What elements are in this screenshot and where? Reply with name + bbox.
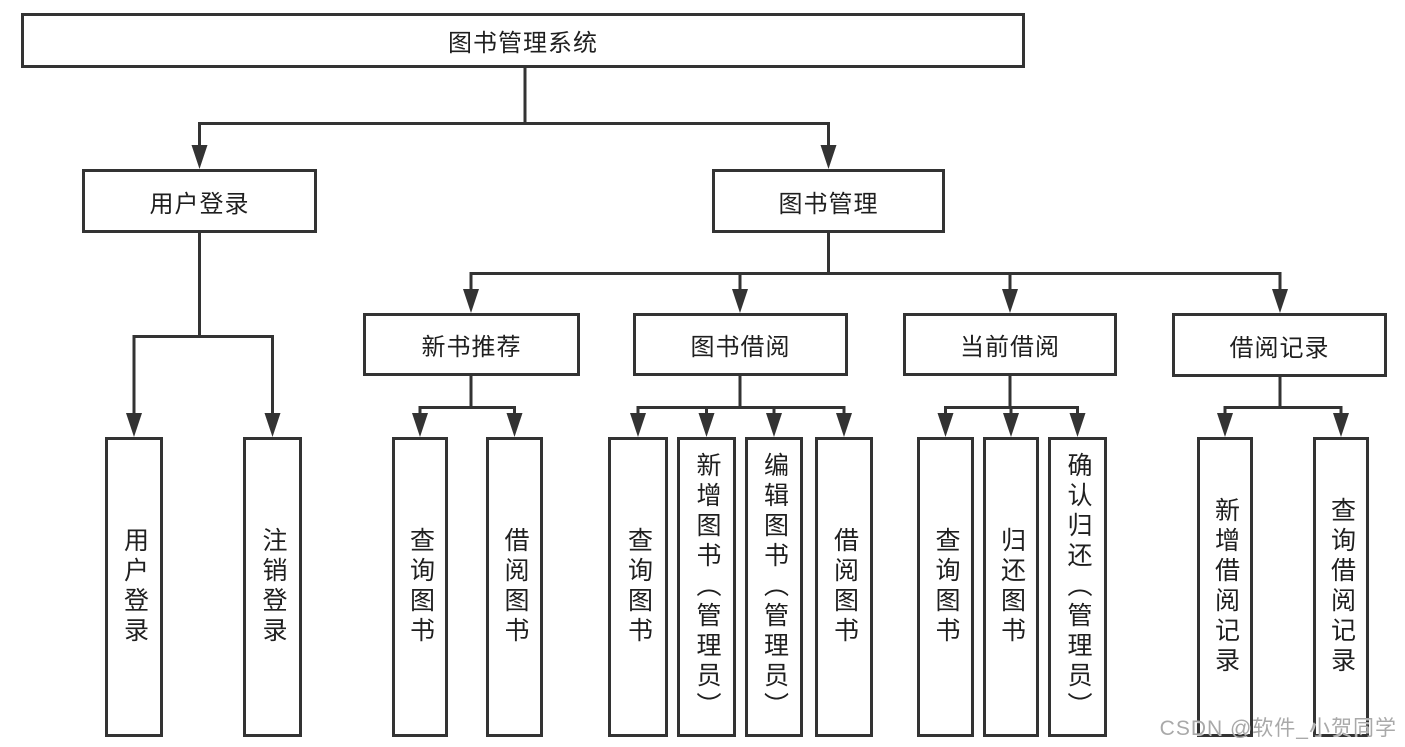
leaf-edit-books-admin: 编辑图书（管理员）	[745, 437, 803, 737]
node-borrowing-records: 借阅记录	[1172, 313, 1387, 377]
leaf-query-books-recommend: 查询图书	[392, 437, 448, 737]
node-user-login: 用户登录	[82, 169, 317, 233]
leaf-borrow-books-borrowing: 借阅图书	[815, 437, 873, 737]
leaf-borrow-books-recommend: 借阅图书	[486, 437, 543, 737]
csdn-watermark: CSDN @软件_小贺同学	[1159, 717, 1397, 740]
node-new-book-recommendation: 新书推荐	[363, 313, 580, 376]
leaf-query-books-borrowing: 查询图书	[608, 437, 668, 737]
leaf-user-login: 用户登录	[105, 437, 163, 737]
node-library-management-system: 图书管理系统	[21, 13, 1025, 68]
leaf-query-books-current: 查询图书	[917, 437, 974, 737]
leaf-logout: 注销登录	[243, 437, 302, 737]
leaf-return-books: 归还图书	[983, 437, 1039, 737]
leaf-query-borrow-record: 查询借阅记录	[1313, 437, 1369, 737]
leaf-confirm-return-admin: 确认归还（管理员）	[1048, 437, 1107, 737]
node-book-borrowing: 图书借阅	[633, 313, 848, 376]
node-book-management: 图书管理	[712, 169, 945, 233]
node-current-borrowing: 当前借阅	[903, 313, 1117, 376]
leaf-add-borrow-record: 新增借阅记录	[1197, 437, 1253, 737]
leaf-add-books-admin: 新增图书（管理员）	[677, 437, 736, 737]
